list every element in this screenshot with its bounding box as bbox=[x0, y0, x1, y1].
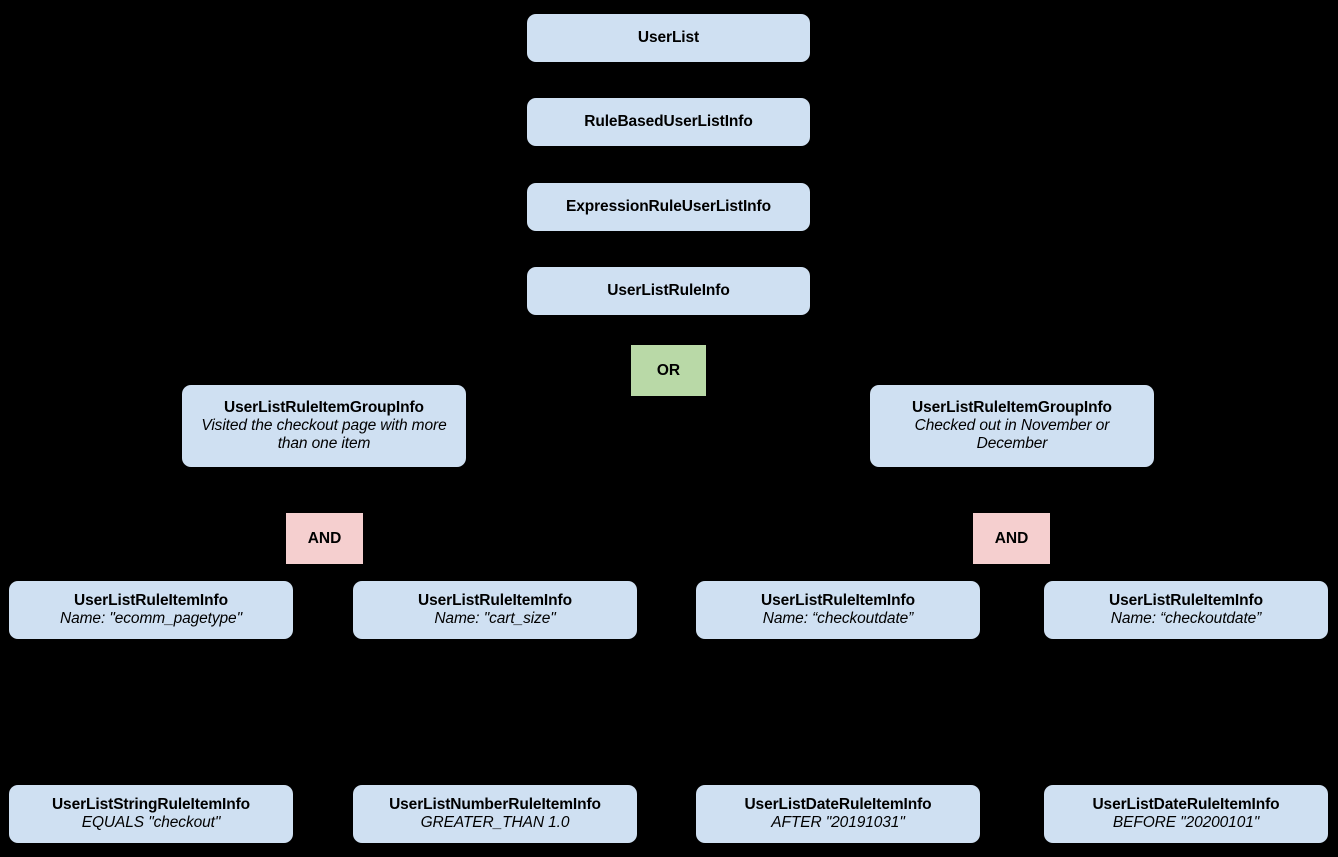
node-group-right[interactable]: UserListRuleItemGroupInfo Checked out in… bbox=[870, 385, 1154, 467]
node-subtitle: Name: “checkoutdate” bbox=[762, 610, 914, 627]
node-title: ExpressionRuleUserListInfo bbox=[566, 197, 771, 215]
operator-label: AND bbox=[307, 529, 342, 547]
operator-and-right[interactable]: AND bbox=[973, 513, 1050, 564]
node-rule-item-1[interactable]: UserListRuleItemInfo Name: "ecomm_pagety… bbox=[9, 581, 293, 639]
operator-label: OR bbox=[656, 361, 681, 379]
operator-or[interactable]: OR bbox=[631, 345, 706, 396]
node-group-left[interactable]: UserListRuleItemGroupInfo Visited the ch… bbox=[182, 385, 466, 467]
node-subtitle: GREATER_THAN 1.0 bbox=[420, 814, 570, 831]
operator-label: AND bbox=[994, 529, 1029, 547]
node-subtitle: Checked out in November or December bbox=[914, 416, 1110, 453]
node-subtitle: AFTER "20191031" bbox=[771, 814, 905, 831]
node-typed-item-3[interactable]: UserListDateRuleItemInfo AFTER "20191031… bbox=[696, 785, 980, 843]
node-userlist[interactable]: UserList bbox=[527, 14, 810, 62]
node-title: UserListRuleItemInfo bbox=[74, 591, 228, 609]
node-title: UserListRuleItemInfo bbox=[761, 591, 915, 609]
node-expressionruleuserlistinfo[interactable]: ExpressionRuleUserListInfo bbox=[527, 183, 810, 231]
node-title: UserListNumberRuleItemInfo bbox=[389, 795, 601, 813]
node-typed-item-4[interactable]: UserListDateRuleItemInfo BEFORE "2020010… bbox=[1044, 785, 1328, 843]
node-title: UserListDateRuleItemInfo bbox=[1092, 795, 1280, 813]
node-title: UserListStringRuleItemInfo bbox=[51, 795, 251, 813]
node-userlistruleinfo[interactable]: UserListRuleInfo bbox=[527, 267, 810, 315]
node-subtitle: BEFORE "20200101" bbox=[1112, 814, 1260, 831]
node-title: UserListRuleItemInfo bbox=[418, 591, 572, 609]
node-subtitle: Name: “checkoutdate” bbox=[1110, 610, 1262, 627]
operator-and-left[interactable]: AND bbox=[286, 513, 363, 564]
node-subtitle: Name: "ecomm_pagetype" bbox=[60, 610, 242, 627]
node-typed-item-1[interactable]: UserListStringRuleItemInfo EQUALS "check… bbox=[9, 785, 293, 843]
node-title: UserList bbox=[637, 28, 700, 46]
node-title: RuleBasedUserListInfo bbox=[584, 112, 753, 130]
node-subtitle: EQUALS "checkout" bbox=[81, 814, 221, 831]
node-typed-item-2[interactable]: UserListNumberRuleItemInfo GREATER_THAN … bbox=[353, 785, 637, 843]
node-title: UserListRuleItemGroupInfo bbox=[224, 398, 424, 416]
node-title: UserListRuleInfo bbox=[607, 281, 730, 299]
node-subtitle: Visited the checkout page with more than… bbox=[201, 416, 447, 453]
node-title: UserListDateRuleItemInfo bbox=[744, 795, 932, 813]
node-rulebaseduserlistinfo[interactable]: RuleBasedUserListInfo bbox=[527, 98, 810, 146]
node-title: UserListRuleItemInfo bbox=[1109, 591, 1263, 609]
node-title: UserListRuleItemGroupInfo bbox=[912, 398, 1112, 416]
node-rule-item-3[interactable]: UserListRuleItemInfo Name: “checkoutdate… bbox=[696, 581, 980, 639]
node-subtitle: Name: "cart_size" bbox=[434, 610, 556, 627]
node-rule-item-4[interactable]: UserListRuleItemInfo Name: “checkoutdate… bbox=[1044, 581, 1328, 639]
node-rule-item-2[interactable]: UserListRuleItemInfo Name: "cart_size" bbox=[353, 581, 637, 639]
